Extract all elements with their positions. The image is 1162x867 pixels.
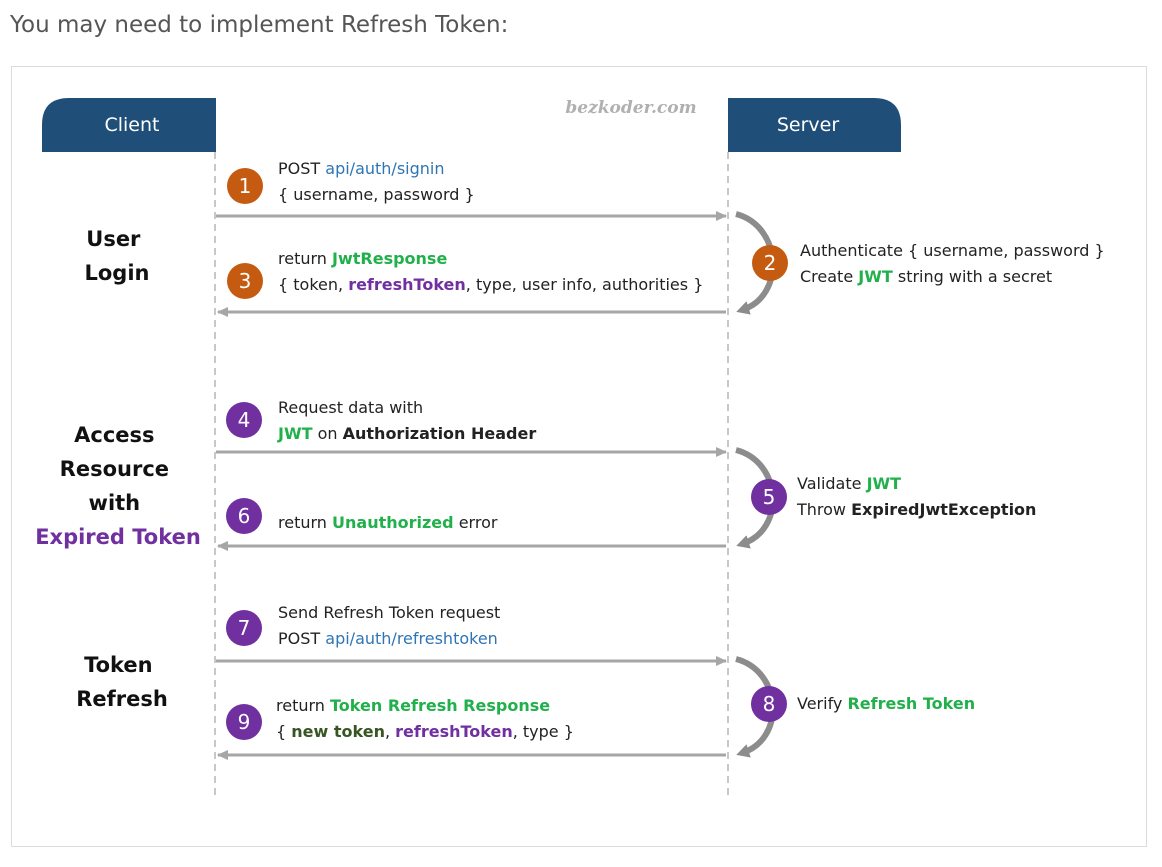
step-3-line-2: { token, refreshToken, type, user info, … [278, 275, 703, 294]
step-8-line-1: Verify Refresh Token [797, 694, 975, 713]
svg-text:8: 8 [763, 692, 776, 716]
step-badge-1: 1 [227, 168, 263, 204]
svg-text:3: 3 [239, 269, 252, 293]
svg-text:7: 7 [238, 616, 251, 640]
step-7-line-2: POST api/auth/refreshtoken [278, 629, 498, 648]
watermark: bezkoder.com [565, 98, 696, 118]
step-badge-9: 9 [226, 704, 262, 740]
step-badge-3: 3 [227, 263, 263, 299]
intro-text: You may need to implement Refresh Token: [10, 12, 509, 38]
step-2-line-1: Authenticate { username, password } [800, 241, 1105, 260]
step-4-line-2: JWT on Authorization Header [277, 424, 536, 443]
diagram-frame [11, 66, 1147, 847]
step-1-line-2: { username, password } [278, 185, 475, 204]
svg-text:1: 1 [239, 174, 252, 198]
step-badge-2: 2 [752, 245, 788, 281]
step-1-line-1: POST api/auth/signin [278, 159, 444, 178]
svg-text:6: 6 [238, 504, 251, 528]
step-badge-5: 5 [751, 479, 787, 515]
svg-text:2: 2 [764, 251, 777, 275]
step-7-line-1: Send Refresh Token request [278, 603, 500, 622]
server-header [728, 98, 901, 152]
svg-text:4: 4 [238, 408, 251, 432]
phase-access: Access Resource with Expired Token [35, 423, 201, 549]
step-2-line-2: Create JWT string with a secret [800, 267, 1052, 286]
server-label: Server [777, 114, 839, 136]
svg-text:9: 9 [238, 710, 251, 734]
svg-text:5: 5 [763, 485, 776, 509]
step-5-line-2: Throw ExpiredJwtException [796, 500, 1036, 519]
step-5-line-1: Validate JWT [797, 474, 901, 493]
step-9-line-2: { new token, refreshToken, type } [276, 722, 574, 741]
step-badge-7: 7 [226, 610, 262, 646]
step-badge-4: 4 [226, 402, 262, 438]
client-label: Client [104, 114, 159, 136]
step-badge-6: 6 [226, 498, 262, 534]
step-3-line-1: return JwtResponse [278, 249, 447, 268]
step-4-line-1: Request data with [278, 398, 423, 417]
step-9-line-1: return Token Refresh Response [276, 696, 550, 715]
phase-login: User Login [85, 227, 150, 285]
step-6-line-1: return Unauthorized error [278, 513, 498, 532]
phase-refresh: Token Refresh [76, 653, 168, 711]
step-badge-8: 8 [751, 686, 787, 722]
client-header [42, 98, 216, 152]
